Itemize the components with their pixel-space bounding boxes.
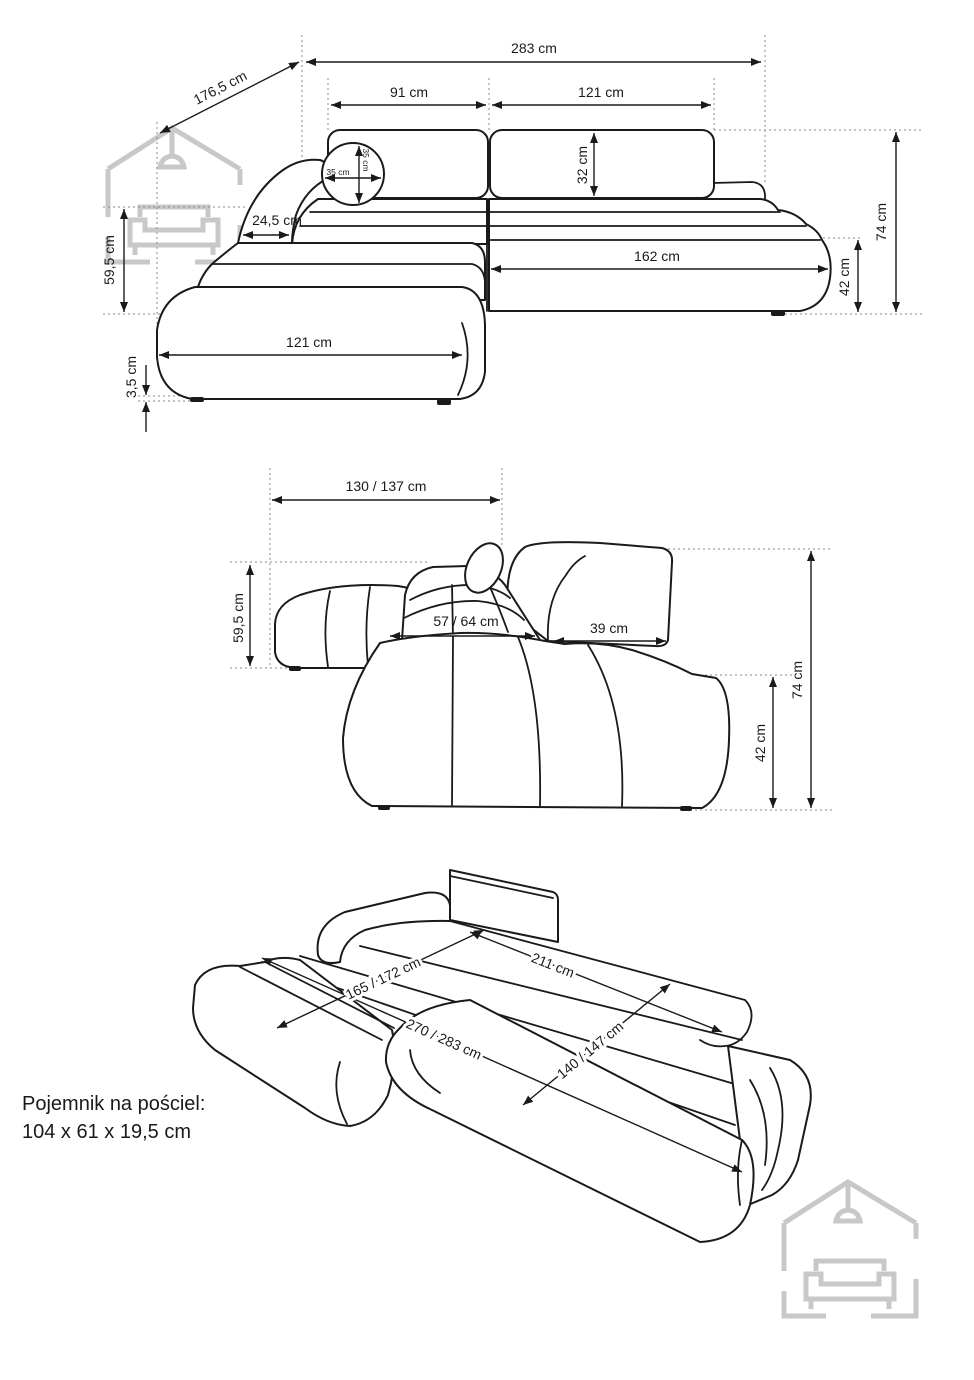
label-total-height: 74 cm xyxy=(873,203,889,241)
headboard-edge xyxy=(449,875,554,899)
label-chaise-height: 59,5 cm xyxy=(230,593,246,643)
label-total-height: 74 cm xyxy=(789,661,805,699)
sofa-leg xyxy=(437,399,451,405)
headrest-fold xyxy=(546,555,586,642)
backrest-frame-end xyxy=(711,181,766,202)
chaise-seam xyxy=(211,263,486,283)
sofa-leg xyxy=(680,806,692,811)
label-seat-depth: 57 / 64 cm xyxy=(433,613,498,629)
headboard-panel xyxy=(449,869,559,943)
side-view-drawing: 130 / 137 cm 59,5 cm 74 cm 42 cm 57 / 64… xyxy=(230,468,833,811)
label-seat-width: 162 cm xyxy=(634,248,680,264)
extension-lines xyxy=(230,468,833,811)
round-pillow xyxy=(464,542,504,594)
armrest-seam xyxy=(403,600,525,621)
label-pillow-height: 35 cm xyxy=(361,148,371,171)
storage-caption: Pojemnik na pościel: 104 x 61 x 19,5 cm xyxy=(22,1093,205,1143)
bed-view-drawing: 165 / 172 cm 211 cm 270 / 283 cm 140 / 1… xyxy=(192,869,812,1243)
dim-line-depth xyxy=(159,61,300,134)
seat-seam xyxy=(451,636,454,806)
front-view-drawing: 283 cm 176,5 cm 91 cm 121 cm 32 cm 35 cm… xyxy=(101,35,922,432)
label-chaise-length: 165 / 172 cm xyxy=(343,953,423,1002)
label-back-cushion-right: 121 cm xyxy=(578,84,624,100)
chaise-seam xyxy=(324,590,331,668)
label-armrest-width: 24,5 cm xyxy=(252,212,302,228)
sofa-leg xyxy=(378,805,390,810)
dim-line-sleeping-depth xyxy=(522,983,671,1106)
chaise-seam xyxy=(457,322,469,396)
house-sofa-logo-icon xyxy=(105,125,243,265)
label-total-width: 283 cm xyxy=(511,40,557,56)
sofa-leg xyxy=(190,397,204,402)
label-headrest-depth: 39 cm xyxy=(590,620,628,636)
dim-line-total-length xyxy=(261,957,743,1173)
seat-seam xyxy=(517,636,542,807)
chaise-seam xyxy=(365,586,371,667)
label-back-cushion-height: 32 cm xyxy=(574,146,590,184)
stack-seam xyxy=(749,1079,768,1166)
storage-title: Pojemnik na pościel: xyxy=(22,1093,205,1115)
sofa-leg xyxy=(771,310,785,316)
storage-dimensions: 104 x 61 x 19,5 cm xyxy=(22,1121,191,1143)
label-chaise-width: 121 cm xyxy=(286,334,332,350)
corner-seat xyxy=(291,198,488,245)
stack-seam xyxy=(761,1067,784,1191)
label-chaise-depth: 130 / 137 cm xyxy=(346,478,427,494)
label-leg-height: 3,5 cm xyxy=(123,356,139,398)
label-back-cushion-left: 91 cm xyxy=(390,84,428,100)
label-chaise-height: 59,5 cm xyxy=(101,235,117,285)
back-cushion-right xyxy=(489,129,715,199)
seat-seam xyxy=(587,644,624,807)
armrest-seam xyxy=(451,584,454,639)
label-seat-height: 42 cm xyxy=(752,724,768,762)
label-sleeping-width: 211 cm xyxy=(529,949,577,980)
main-seat xyxy=(488,198,832,312)
house-sofa-logo-icon xyxy=(781,1179,919,1319)
label-pillow-width: 35 cm xyxy=(326,167,349,177)
label-seat-height: 42 cm xyxy=(836,258,852,296)
sofa-leg xyxy=(289,666,301,671)
armrest-seam xyxy=(489,586,509,633)
